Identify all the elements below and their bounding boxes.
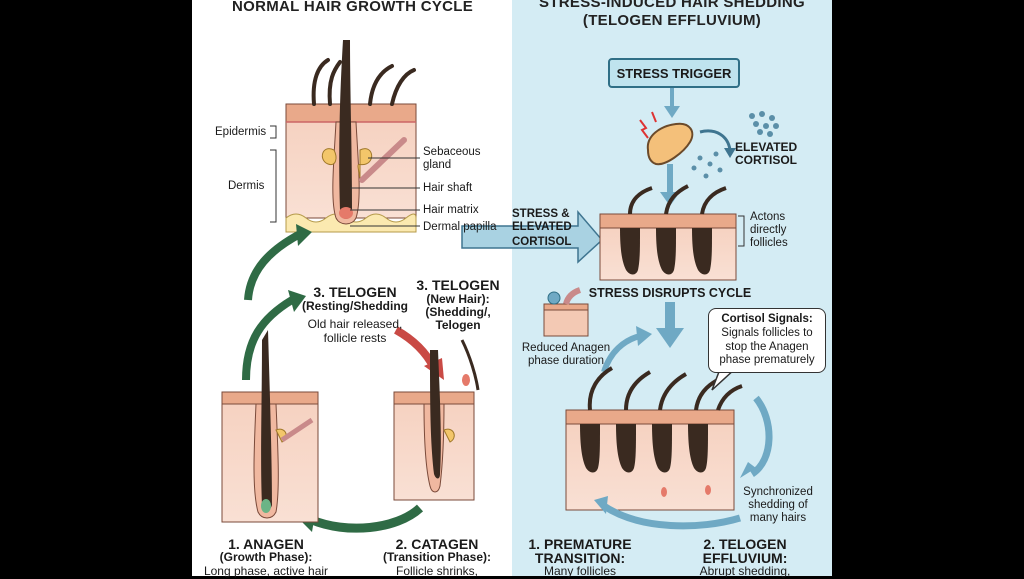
catagen-illustration	[393, 339, 480, 501]
sebaceous-label-line1: Sebaceous	[423, 146, 481, 158]
arrow-trigger-down	[664, 86, 680, 118]
acts-label-line1: Actons	[750, 211, 786, 223]
te-title-line1: 2. TELOGEN	[703, 536, 787, 552]
sync-label-line3: many hairs	[749, 512, 807, 524]
dermal-papilla-label: Dermal papilla	[423, 221, 497, 233]
premature-desc: Many follicles	[543, 564, 617, 578]
catagen-title: 2. CATAGEN	[395, 536, 479, 552]
effluvium-skin-block	[565, 366, 743, 511]
telogen-right-title: 3. TELOGEN	[416, 277, 500, 293]
telogen-right-sub2: (Shedding/,	[425, 305, 491, 319]
telogen-left-desc2: follicle rests	[323, 331, 387, 345]
dermis-label: Dermis	[228, 180, 265, 192]
green-arrow-up-left	[244, 224, 312, 301]
arrow-label-line3: CORTISOL	[512, 236, 572, 248]
telogen-right-sub3: Telogen	[435, 318, 481, 332]
right-title-line2: (TELOGEN EFFLUVIUM)	[582, 12, 762, 29]
elevated-cortisol-line1: ELEVATED	[735, 140, 798, 154]
epidermis-label: Epidermis	[215, 126, 267, 138]
telogen-left-sub: (Resting/Shedding	[302, 299, 408, 313]
stress-cortisol-arrow	[461, 209, 604, 264]
telogen-left-desc1: Old hair released,	[307, 317, 403, 331]
cortisol-signals-callout: Cortisol Signals: Signals follicles to s…	[708, 308, 826, 374]
telogen-right-sub1: (New Hair):	[426, 292, 490, 306]
stress-skin-block	[599, 184, 737, 281]
right-title-line1: STRESS-INDUCED HAIR SHEDDING	[539, 0, 805, 11]
acts-label-line3: follicles	[750, 237, 788, 249]
premature-title-line1: 1. PREMATURE	[528, 536, 632, 552]
te-title-line2: EFFLUVIUM:	[702, 550, 788, 566]
stress-disrupts-label: STRESS DISRUPTS CYCLE	[588, 286, 752, 300]
catagen-sub: (Transition Phase):	[382, 550, 492, 564]
hair-shaft-label: Hair shaft	[423, 182, 473, 194]
callout-title: Cortisol Signals:	[721, 313, 813, 325]
arrow-label-line2: ELEVATED	[512, 221, 572, 233]
reduced-anagen-line1: Reduced Anagen	[521, 342, 611, 354]
anagen-desc: Long phase, active hair	[203, 564, 329, 578]
callout-line2: stop the Anagen	[725, 340, 809, 353]
left-title: NORMAL HAIR GROWTH CYCLE	[232, 0, 474, 15]
anatomy-brackets	[270, 125, 420, 227]
stress-trigger-box: STRESS TRIGGER	[608, 58, 740, 88]
anagen-illustration	[221, 330, 319, 523]
anagen-title: 1. ANAGEN	[228, 536, 304, 552]
adrenal-gland-icon	[639, 111, 694, 166]
reduced-anagen-icon	[543, 287, 589, 337]
callout-line3: phase prematurely	[719, 354, 815, 367]
sync-label-line1: Synchronized	[743, 486, 813, 498]
cortisol-dots-icon	[691, 111, 779, 179]
sync-label-line2: shedding of	[748, 499, 808, 511]
sebaceous-label-line2: gland	[423, 159, 452, 171]
curved-arrow-to-cortisol	[699, 129, 736, 158]
te-desc: Abrupt shedding,	[699, 564, 791, 578]
arrow-label-line1: STRESS &	[512, 208, 570, 220]
elevated-cortisol-line2: CORTISOL	[735, 153, 797, 167]
arrow-bottom-return	[594, 496, 742, 530]
anatomy-skin-block	[285, 40, 417, 233]
premature-title-line2: TRANSITION:	[534, 550, 626, 566]
telogen-left-title: 3. TELOGEN	[313, 284, 397, 300]
green-arrow-anagen-to-telogen	[242, 290, 306, 381]
anagen-sub: (Growth Phase):	[219, 550, 313, 564]
arrow-reduced-to-cycle	[601, 326, 652, 373]
arrow-disrupts-down	[656, 302, 684, 348]
callout-line1: Signals follicles to	[721, 326, 813, 339]
catagen-desc: Follicle shrinks,	[395, 564, 479, 578]
reduced-anagen-line2: phase duration	[527, 355, 605, 367]
acts-bracket	[738, 215, 745, 247]
hair-matrix-label: Hair matrix	[423, 204, 479, 216]
arrow-sync-around	[740, 395, 773, 478]
acts-label-line2: directly	[750, 224, 787, 236]
